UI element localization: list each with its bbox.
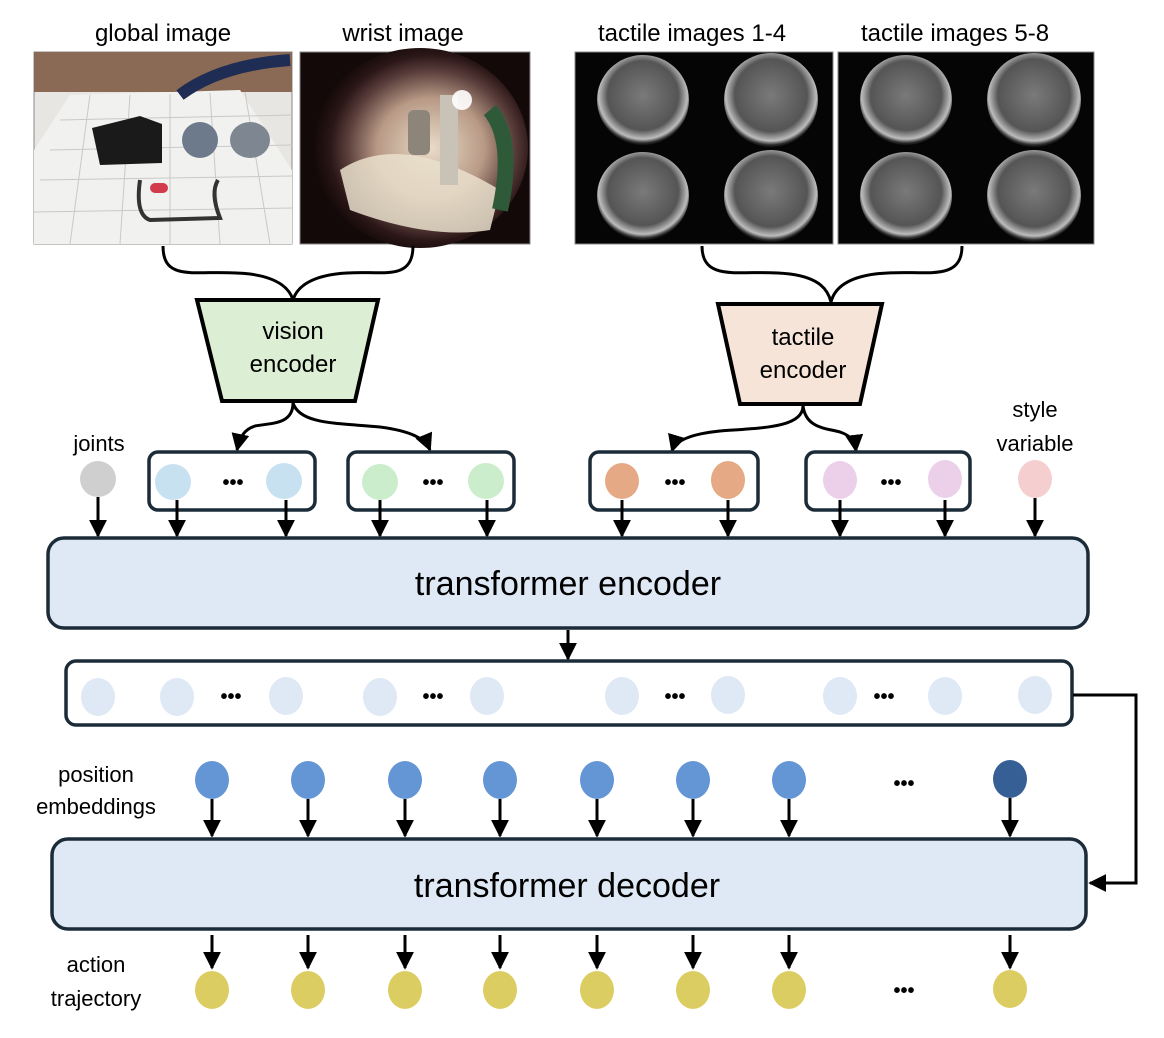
global-tokens-ellipsis: ••• xyxy=(422,472,443,494)
position-token xyxy=(483,761,517,799)
latent-token xyxy=(605,677,639,715)
tactile-images-1-4-label: tactile images 1-4 xyxy=(598,20,786,47)
tactile-images-5-8 xyxy=(837,51,1095,245)
tactile-images-5-8-label: tactile images 5-8 xyxy=(861,20,1049,47)
position-embeddings-label-line2: embeddings xyxy=(36,794,156,819)
tactile-to-tokens-a-arrow xyxy=(668,405,805,453)
style-variable-label-line2: variable xyxy=(996,431,1073,456)
position-token-last xyxy=(993,760,1027,798)
latent-token xyxy=(823,677,857,715)
latent-token xyxy=(269,677,303,715)
tactile-encoder-label-line1: tactile xyxy=(772,324,835,351)
position-ellipsis: ••• xyxy=(893,773,914,795)
transformer-encoder: transformer encoder xyxy=(46,536,1090,630)
joints-label: joints xyxy=(72,431,124,456)
global-image xyxy=(33,51,293,245)
position-token xyxy=(195,761,229,799)
tactile-token-b xyxy=(823,461,857,499)
position-token xyxy=(388,761,422,799)
position-embeddings: ••• xyxy=(195,760,1027,799)
joint-token xyxy=(80,461,116,497)
position-token xyxy=(676,761,710,799)
tactile-encoder-label-line2: encoder xyxy=(760,357,847,384)
vision-to-global-tokens-arrow xyxy=(291,402,433,452)
tactile-token-a xyxy=(605,463,639,499)
tactile-token-a xyxy=(711,461,745,499)
wrist-image-label: wrist image xyxy=(341,20,463,47)
transformer-encoder-label: transformer encoder xyxy=(415,565,721,603)
latent-token xyxy=(363,678,397,716)
action-ellipsis: ••• xyxy=(893,980,914,1002)
action-trajectory-label-line2: trajectory xyxy=(51,986,141,1011)
style-variable-label-line1: style xyxy=(1012,397,1057,422)
position-token xyxy=(772,761,806,799)
global-image-label: global image xyxy=(95,20,231,47)
latent-token-row: ••• ••• ••• ••• xyxy=(64,659,1074,727)
global-token xyxy=(362,464,398,500)
latent-ellipsis: ••• xyxy=(664,686,685,708)
transformer-decoder-label: transformer decoder xyxy=(414,867,720,905)
action-token xyxy=(993,970,1027,1008)
wrist-token xyxy=(155,464,191,500)
wrist-image xyxy=(299,48,531,248)
action-token xyxy=(676,971,710,1009)
latent-token xyxy=(1018,676,1052,714)
global-token xyxy=(468,463,504,499)
tactile-images-1-4 xyxy=(574,51,834,245)
wrist-tokens-ellipsis: ••• xyxy=(222,472,243,494)
action-token xyxy=(195,971,229,1009)
position-token xyxy=(580,761,614,799)
latent-token xyxy=(160,678,194,716)
action-trajectory-label-line1: action xyxy=(67,952,126,977)
latent-token xyxy=(470,677,504,715)
latent-ellipsis: ••• xyxy=(873,686,894,708)
latent-to-decoder-connector xyxy=(1073,693,1138,892)
latent-token xyxy=(711,676,745,714)
encoder-input-arrows xyxy=(89,497,1044,538)
tactile-b-ellipsis: ••• xyxy=(880,472,901,494)
vision-to-wrist-tokens-arrow xyxy=(231,402,295,452)
vision-encoder-label-line1: vision xyxy=(262,318,323,345)
vision-encoder-label-line2: encoder xyxy=(250,351,337,378)
tactile-encoder: tactile encoder xyxy=(715,302,885,406)
latent-ellipsis: ••• xyxy=(422,686,443,708)
wrist-token xyxy=(266,463,302,499)
latent-token xyxy=(81,678,115,716)
position-token xyxy=(291,761,325,799)
style-token xyxy=(1018,460,1052,498)
global-to-vision-connector xyxy=(161,245,295,301)
tactile-token-b xyxy=(928,460,962,498)
wrist-to-vision-connector xyxy=(291,245,415,301)
latent-ellipsis: ••• xyxy=(220,686,241,708)
tactile-to-tokens-b-arrow xyxy=(801,405,864,453)
latent-token xyxy=(928,677,962,715)
vision-encoder: vision encoder xyxy=(194,298,381,403)
action-token xyxy=(388,971,422,1009)
tactile58-to-encoder-connector xyxy=(829,245,964,303)
tactile14-to-encoder-connector xyxy=(700,245,833,303)
action-token xyxy=(291,971,325,1009)
action-token xyxy=(580,971,614,1009)
action-token xyxy=(483,971,517,1009)
position-embeddings-label-line1: position xyxy=(58,762,134,787)
action-trajectory: ••• xyxy=(195,970,1027,1009)
transformer-decoder: transformer decoder xyxy=(50,837,1088,931)
tactile-a-ellipsis: ••• xyxy=(664,472,685,494)
action-token xyxy=(772,971,806,1009)
